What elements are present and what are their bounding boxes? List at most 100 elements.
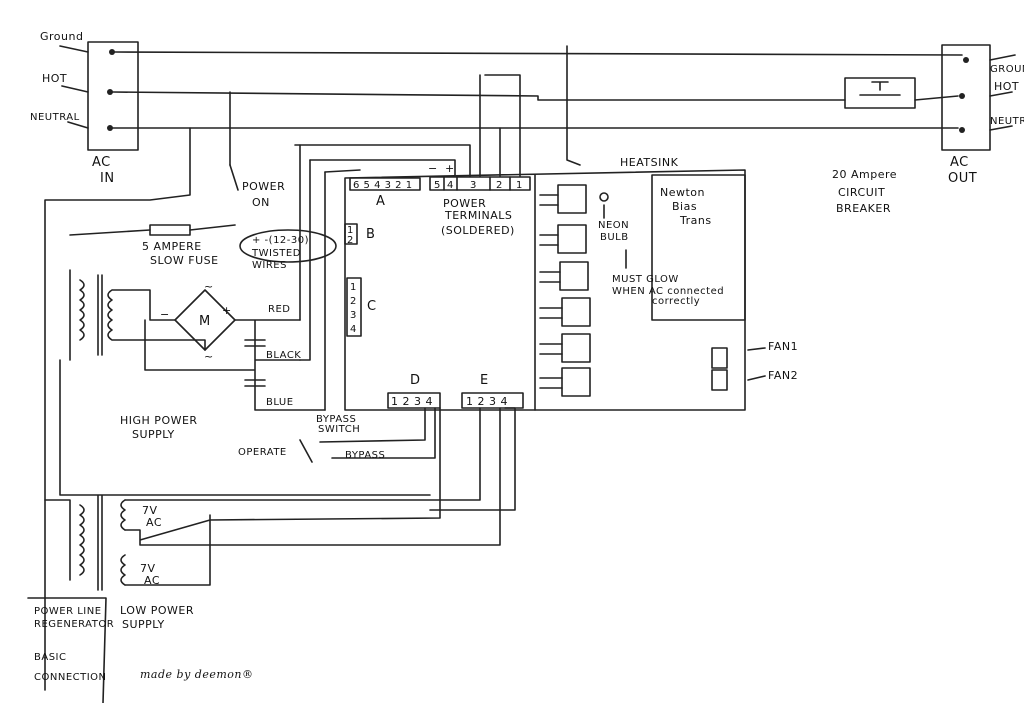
ac-out-label-2: OUT — [948, 171, 977, 186]
fan2-connector — [711, 369, 728, 391]
blue-label: BLUE — [266, 397, 294, 408]
pt-label-1: POWER — [443, 197, 486, 210]
bridge-label: M — [199, 314, 211, 329]
heatsink-label: HEATSINK — [620, 156, 679, 169]
low-power-supply: 7V AC 7V AC LOW POWER SUPPLY — [44, 359, 516, 631]
connector-b — [344, 223, 358, 245]
newton-label-1: Newton — [660, 186, 705, 199]
newton-label-2: Bias — [672, 200, 697, 213]
connector-d-label: D — [410, 373, 421, 388]
ac-in-block: Ground HOT NEUTRAL AC IN — [30, 30, 139, 186]
red-label: RED — [268, 304, 290, 315]
newton-label-3: Trans — [679, 214, 712, 227]
lps-label-2: SUPPLY — [122, 618, 165, 631]
fan2-label: FAN2 — [768, 369, 798, 382]
ac-in-label-1: AC — [92, 155, 111, 170]
pt-pin-1: 1 — [516, 180, 523, 191]
breaker-label-1: 20 Ampere — [832, 168, 897, 181]
hps-label-2: SUPPLY — [132, 428, 175, 441]
hps-label-1: HIGH POWER — [120, 414, 198, 427]
pt-plus: + — [445, 162, 455, 175]
breaker-label-2: CIRCUIT — [838, 186, 885, 199]
glow-label-1: MUST GLOW — [612, 274, 679, 285]
b-pin-1: 1 — [347, 225, 354, 236]
power-switch-label-1: POWER — [242, 180, 285, 193]
glow-label-3: correctly — [652, 296, 700, 307]
ac-in-ground-label: Ground — [40, 30, 83, 43]
connector-c — [346, 277, 362, 337]
power-switch-label-2: ON — [252, 196, 270, 209]
ac-out-ground-label: GROUND — [990, 64, 1024, 75]
v2-label-b: AC — [144, 574, 160, 587]
breaker-label-3: BREAKER — [836, 202, 891, 215]
credit-signature: made by deemon® — [140, 668, 254, 681]
lps-label-1: LOW POWER — [120, 604, 194, 617]
connector-b-label: B — [366, 227, 375, 242]
connector-e-label: E — [480, 373, 489, 388]
pt-label-3: (SOLDERED) — [441, 224, 515, 237]
c-pin-1: 1 — [350, 282, 357, 293]
v1-label-b: AC — [146, 516, 162, 529]
title-line-1: POWER LINE — [34, 606, 102, 617]
v2-label-a: 7V — [140, 562, 156, 575]
title-line-2: REGENERATOR — [34, 619, 114, 630]
bypass-switch-label-2: SWITCH — [318, 424, 360, 435]
connector-a-pins: 6 5 4 3 2 1 — [353, 180, 413, 191]
connector-a — [349, 177, 421, 191]
v1-label-a: 7V — [142, 504, 158, 517]
pt-minus: − — [428, 162, 438, 175]
pt-pin-5: 5 — [434, 180, 441, 191]
operate-label: OPERATE — [238, 447, 287, 458]
title-line-3: BASIC — [34, 652, 66, 663]
fan1-connector — [711, 347, 728, 369]
ac-out-label-1: AC — [950, 155, 969, 170]
connector-d — [387, 392, 441, 409]
b-pin-2: 2 — [347, 235, 354, 246]
high-power-supply: M + − ~ ~ RED BLACK BLUE HIGH POWER SUPP… — [69, 144, 326, 441]
ac-out-neutral-label: NEUTR — [990, 116, 1024, 127]
c-pin-3: 3 — [350, 310, 357, 321]
main-board: HEATSINK 6 5 4 3 2 1 A 5 4 3 2 1 − + POW… — [344, 156, 746, 411]
fuse-label-1: 5 AMPERE — [142, 240, 202, 253]
pt-pin-3: 3 — [470, 180, 477, 191]
title-block — [27, 597, 107, 703]
pt-pin-2: 2 — [496, 180, 503, 191]
mains-wires — [44, 45, 963, 691]
pt-label-2: TERMINALS — [444, 209, 512, 222]
connector-e — [461, 392, 524, 409]
glow-label-2: WHEN AC connected — [612, 286, 724, 297]
c-pin-2: 2 — [350, 296, 357, 307]
bridge-ac-2: ~ — [204, 350, 214, 363]
neon-bulb-icon — [599, 192, 609, 202]
connector-c-label: C — [367, 299, 377, 314]
ac-in-neutral-label: NEUTRAL — [30, 112, 80, 123]
connector-d-pins: 1 2 3 4 — [391, 395, 433, 408]
black-label: BLACK — [266, 350, 301, 361]
twisted-label-1: + -(12-30) — [252, 235, 309, 246]
fan1-label: FAN1 — [768, 340, 798, 353]
bypass-label: BYPASS — [345, 450, 385, 461]
bridge-ac-1: ~ — [204, 280, 214, 293]
twisted-label-3: WIRES — [252, 260, 287, 271]
newton-bias-trans — [651, 174, 746, 321]
power-terminals — [429, 176, 531, 191]
fuse-label-2: SLOW FUSE — [150, 254, 219, 267]
c-pin-4: 4 — [350, 324, 357, 335]
ac-out-hot-label: HOT — [994, 80, 1019, 93]
bridge-minus: − — [160, 308, 170, 321]
bypass-switch-label-1: BYPASS — [316, 414, 356, 425]
connector-e-pins: 1 2 3 4 — [466, 395, 508, 408]
twisted-wires-ellipse — [239, 229, 337, 263]
neon-label-2: BULB — [600, 232, 629, 243]
twisted-label-2: TWISTED — [251, 248, 301, 259]
title-line-4: CONNECTION — [34, 672, 107, 683]
circuit-breaker: 20 Ampere CIRCUIT BREAKER — [832, 77, 916, 215]
ac-in-hot-label: HOT — [42, 72, 67, 85]
ac-in-label-2: IN — [100, 171, 115, 186]
bypass-switch[interactable] — [299, 407, 436, 463]
fuse — [149, 224, 191, 236]
pt-pin-4: 4 — [447, 180, 454, 191]
bridge-plus: + — [222, 304, 232, 317]
ac-out-block: GROUND HOT NEUTR AC OUT — [941, 44, 1024, 186]
